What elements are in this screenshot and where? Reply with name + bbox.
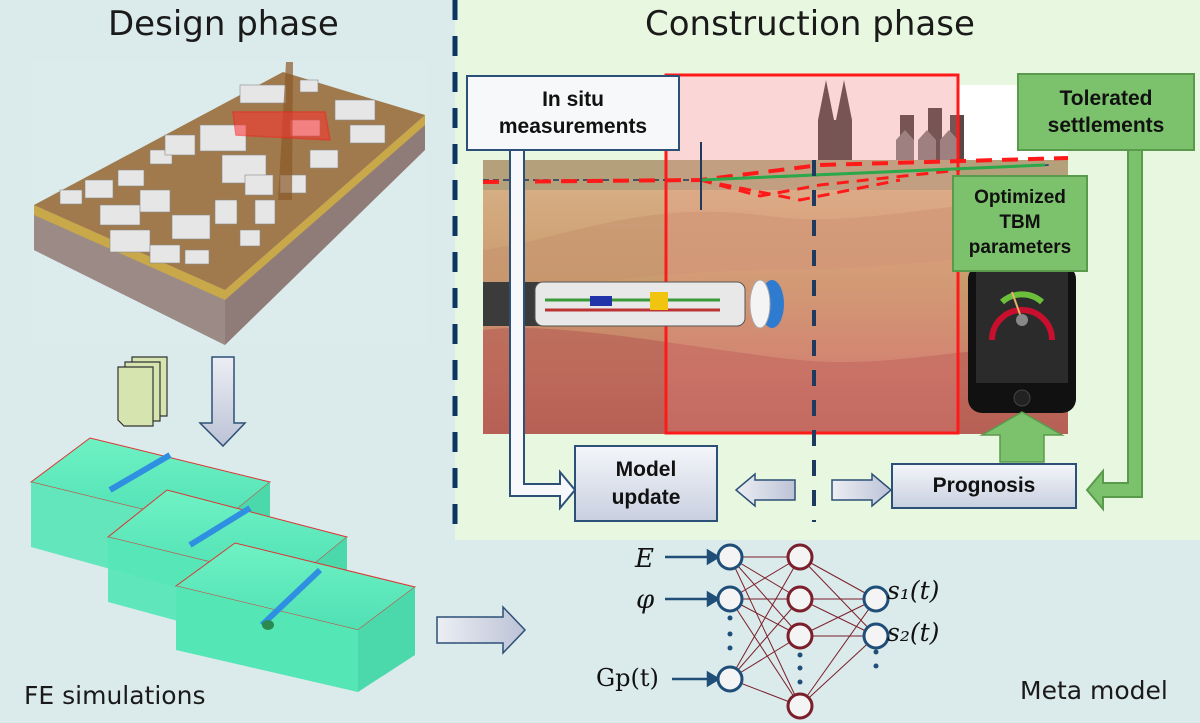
nn-edge bbox=[729, 556, 801, 680]
nn-edge bbox=[799, 556, 877, 600]
documents-icon bbox=[117, 356, 168, 427]
nn-output-label-s1: s₁(t) bbox=[887, 576, 940, 605]
nn-edge bbox=[729, 556, 801, 707]
design-phase-title: Design phase bbox=[108, 4, 339, 44]
nn-input-node bbox=[716, 543, 744, 571]
meta-model-caption: Meta model bbox=[1020, 676, 1168, 705]
nn-input-arrow-head bbox=[706, 590, 721, 608]
fe-to-meta-arrow bbox=[436, 605, 527, 655]
in-situ-measurements-box: In situ measurements bbox=[466, 75, 680, 151]
prognosis-box: Prognosis bbox=[891, 463, 1077, 509]
fe-simulations-caption: FE simulations bbox=[24, 681, 206, 710]
prognosis-to-phone-arrow bbox=[979, 411, 1065, 463]
city-3d-model bbox=[32, 62, 426, 345]
tbm-machine-icon bbox=[483, 279, 784, 329]
nn-edge bbox=[729, 598, 801, 707]
left-arrow bbox=[734, 472, 796, 508]
nn-edge bbox=[729, 635, 801, 680]
fe-simulation-models bbox=[29, 437, 417, 692]
nn-input-label-phi: φ bbox=[636, 585, 655, 615]
construction-phase-title: Construction phase bbox=[645, 4, 975, 44]
fe-model-3 bbox=[174, 542, 417, 692]
tolerated-settlements-box: Tolerated settlements bbox=[1017, 73, 1195, 151]
nn-edge bbox=[729, 556, 801, 637]
nn-hidden-node bbox=[786, 585, 814, 613]
tolerated-arrow bbox=[1085, 149, 1143, 512]
right-arrow bbox=[831, 472, 893, 508]
nn-edge bbox=[729, 556, 801, 600]
nn-hidden-node bbox=[786, 692, 814, 720]
nn-edge bbox=[799, 635, 877, 707]
down-arrow bbox=[198, 356, 247, 448]
nn-edge bbox=[799, 598, 877, 637]
nn-input-node bbox=[716, 665, 744, 693]
settlement-green-line bbox=[699, 163, 1046, 182]
nn-hidden-node bbox=[786, 622, 814, 650]
nn-output-node bbox=[862, 585, 890, 613]
nn-edge bbox=[799, 598, 877, 707]
nn-edge bbox=[729, 598, 801, 680]
nn-input-label-gp: Gp(t) bbox=[596, 664, 659, 692]
nn-input-label-e: E bbox=[635, 544, 654, 574]
nn-hidden-node bbox=[786, 543, 814, 571]
nn-input-arrow-head bbox=[706, 548, 721, 566]
in-situ-arrow bbox=[509, 149, 577, 511]
smartphone-gauge-icon bbox=[968, 265, 1076, 413]
nn-edge bbox=[799, 556, 877, 637]
nn-output-node bbox=[862, 622, 890, 650]
neural-network bbox=[665, 543, 890, 720]
nn-input-arrow-head bbox=[706, 670, 721, 688]
optimized-tbm-parameters-box: Optimized TBM parameters bbox=[952, 175, 1088, 272]
nn-output-label-s2: s₂(t) bbox=[887, 618, 940, 647]
nn-input-node bbox=[716, 585, 744, 613]
model-update-box: Model update bbox=[574, 445, 718, 522]
